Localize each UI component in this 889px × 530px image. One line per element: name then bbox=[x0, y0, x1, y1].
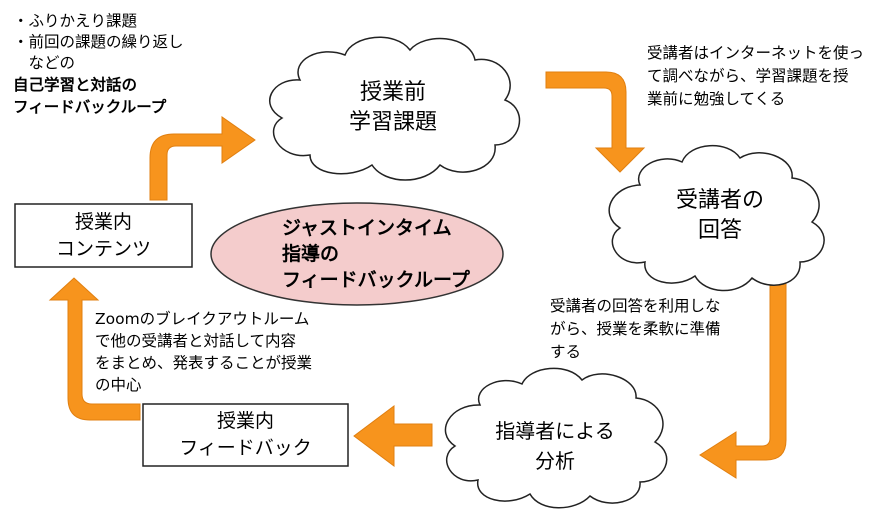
box-in-class-contents-label: 授業内 コンテンツ bbox=[15, 209, 192, 263]
note-line: 業前に勉強してくる bbox=[647, 90, 786, 108]
note-line: 受講者の回答を利用しな bbox=[550, 297, 721, 315]
note-bold-line: 自己学習と対話の bbox=[13, 76, 138, 94]
node-line: 回答 bbox=[697, 218, 742, 243]
center-line: 指導の bbox=[282, 243, 340, 265]
box-in-class-feedback bbox=[142, 403, 349, 467]
note-line: Zoomのブレイクアウトルーム bbox=[95, 310, 310, 328]
center-line: フィードバックループ bbox=[282, 269, 470, 291]
note-line: て調べながら、学習課題を授 bbox=[647, 67, 849, 85]
note-line: がら、授業を柔軟に準備 bbox=[550, 320, 721, 338]
note-line: 受講者はインターネットを使っ bbox=[647, 44, 865, 62]
node-line: 授業内 bbox=[216, 410, 274, 432]
note-bold-line: フィードバックループ bbox=[13, 98, 167, 116]
note-line: ・前回の課題の繰り返し bbox=[13, 33, 184, 51]
note-line: する bbox=[550, 343, 582, 361]
note-line: の中心 bbox=[95, 376, 142, 394]
arrow-contents-to-preclass bbox=[149, 116, 256, 201]
center-label: ジャストインタイム 指導の フィードバックループ bbox=[282, 215, 470, 293]
box-in-class-feedback-label: 授業内 フィードバック bbox=[143, 408, 348, 462]
arrow-answers-to-analysis bbox=[699, 279, 787, 479]
node-line: 授業前 bbox=[359, 80, 426, 105]
box-in-class-contents bbox=[14, 203, 193, 268]
node-line: 指導者による bbox=[495, 419, 615, 443]
cloud-pre-class bbox=[269, 36, 521, 181]
center-line: ジャストインタイム bbox=[282, 217, 452, 239]
note-line: をまとめ、発表することが授業 bbox=[95, 354, 313, 372]
node-answers-label: 受講者の 回答 bbox=[645, 186, 795, 246]
cloud-analysis bbox=[444, 367, 668, 509]
node-line: フィードバック bbox=[179, 437, 312, 459]
arrow-preclass-to-answers bbox=[545, 71, 646, 173]
node-pre-class-label: 授業前 学習課題 bbox=[318, 78, 468, 138]
node-line: 授業内 bbox=[74, 211, 132, 233]
cloud-answers bbox=[608, 145, 825, 292]
note-line: などの bbox=[13, 54, 76, 72]
center-ellipse bbox=[210, 202, 504, 306]
arrow-analysis-to-feedback bbox=[353, 405, 433, 467]
node-line: 学習課題 bbox=[348, 110, 437, 135]
node-analysis-label: 指導者による 分析 bbox=[480, 416, 630, 476]
arrow-feedback-to-contents bbox=[48, 277, 141, 421]
node-line: 分析 bbox=[535, 449, 575, 473]
note-line: で他の受講者と対話して内容 bbox=[95, 332, 297, 350]
note-line: ・ふりかえり課題 bbox=[13, 12, 138, 30]
node-line: コンテンツ bbox=[55, 238, 151, 260]
node-line: 受講者の bbox=[675, 188, 764, 213]
